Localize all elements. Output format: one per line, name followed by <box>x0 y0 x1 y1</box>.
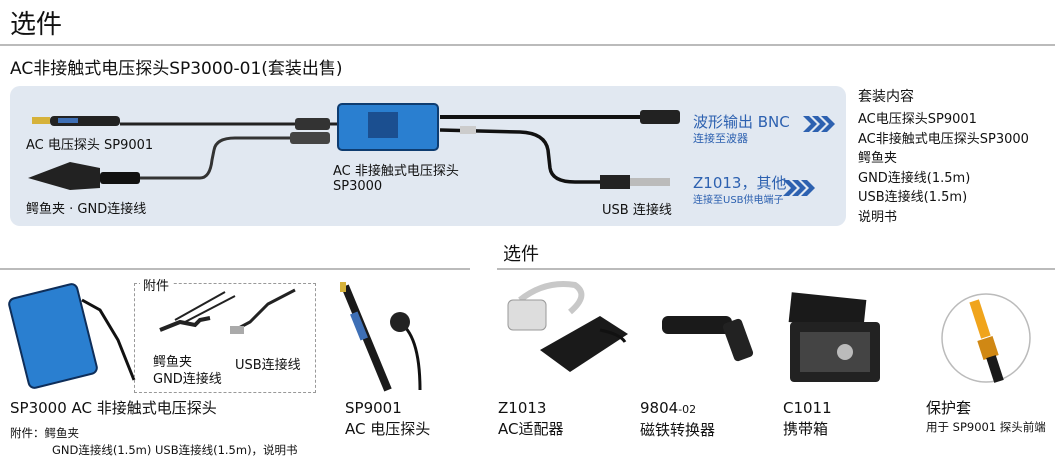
z1013-subtitle: 连接至USB供电端子 <box>693 195 784 206</box>
kit-item: USB连接线(1.5m) <box>858 190 968 205</box>
bnc-connector-image <box>640 110 680 124</box>
alligator-clip-image <box>28 162 140 190</box>
kit-item: 说明书 <box>858 209 898 225</box>
bnc-output-title: 波形输出 BNC <box>693 113 790 131</box>
accessory-usb-label: USB连接线 <box>235 358 301 373</box>
connector-image <box>295 118 330 130</box>
arrow-icon <box>803 116 835 132</box>
unit-label: AC 非接触式电压探头 SP3000 <box>333 164 459 194</box>
guard-note: 用于 SP9001 探头前端 <box>926 420 1046 434</box>
z1013-title: Z1013，其他 <box>693 174 787 192</box>
set-divider <box>0 268 470 270</box>
page-title: 选件 <box>10 10 63 40</box>
sp9001-probe-image <box>32 116 120 126</box>
accessory-box <box>134 283 316 393</box>
z1013-image <box>507 281 628 372</box>
accessory-images <box>159 288 296 334</box>
guard-name: 保护套 <box>926 399 972 417</box>
magnet-adapter-image <box>662 316 754 362</box>
carrying-case-image <box>788 292 880 382</box>
sp3000-note-line2: GND连接线(1.5m) USB连接线(1.5m)，说明书 <box>52 443 298 457</box>
options-divider <box>497 268 1055 270</box>
set-title: AC非接触式电压探头SP3000-01(套装出售) <box>10 59 343 79</box>
m9804-caption: 9804-02 磁铁转换器 <box>640 399 716 439</box>
kit-contents-list: AC电压探头SP9001 AC非接触式电压探头SP3000 鳄鱼夹 GND连接线… <box>858 110 1029 227</box>
bnc-output-subtitle: 连接至波器 <box>693 132 748 145</box>
sp9001-product-image <box>340 282 422 392</box>
sp3000-product-image <box>8 283 136 389</box>
usb-plug-image <box>600 175 630 189</box>
z1013-caption: Z1013 AC适配器 <box>498 399 564 438</box>
probe-sp9001-label: AC 电压探头 SP9001 <box>26 138 154 153</box>
kit-item: AC电压探头SP9001 <box>858 112 977 127</box>
sp9001-caption: SP9001 AC 电压探头 <box>345 399 431 438</box>
kit-item: AC非接触式电压探头SP3000 <box>858 131 1029 147</box>
accessory-box-title: 附件 <box>140 275 173 294</box>
c1011-caption: C1011 携带箱 <box>783 399 832 438</box>
kit-item: GND连接线(1.5m) <box>858 170 971 186</box>
accessory-clip-label: 鳄鱼夹 GND连接线 <box>153 355 222 387</box>
connector-image <box>290 132 330 144</box>
protective-cap-image <box>941 293 1031 383</box>
title-divider <box>0 44 1055 46</box>
usb-cable-label: USB 连接线 <box>602 203 672 218</box>
clip-gnd-label: 鳄鱼夹 · GND连接线 <box>26 202 147 217</box>
sp3000-name: SP3000 AC 非接触式电压探头 <box>10 399 217 417</box>
kit-item: 鳄鱼夹 <box>858 151 898 166</box>
kit-contents-title: 套装内容 <box>858 89 914 105</box>
sp3000-note-line1: 附件：鳄鱼夹 <box>10 426 79 440</box>
sp3000-unit-image <box>337 103 439 151</box>
options-title: 选件 <box>503 244 539 265</box>
arrow-icon <box>783 180 815 196</box>
